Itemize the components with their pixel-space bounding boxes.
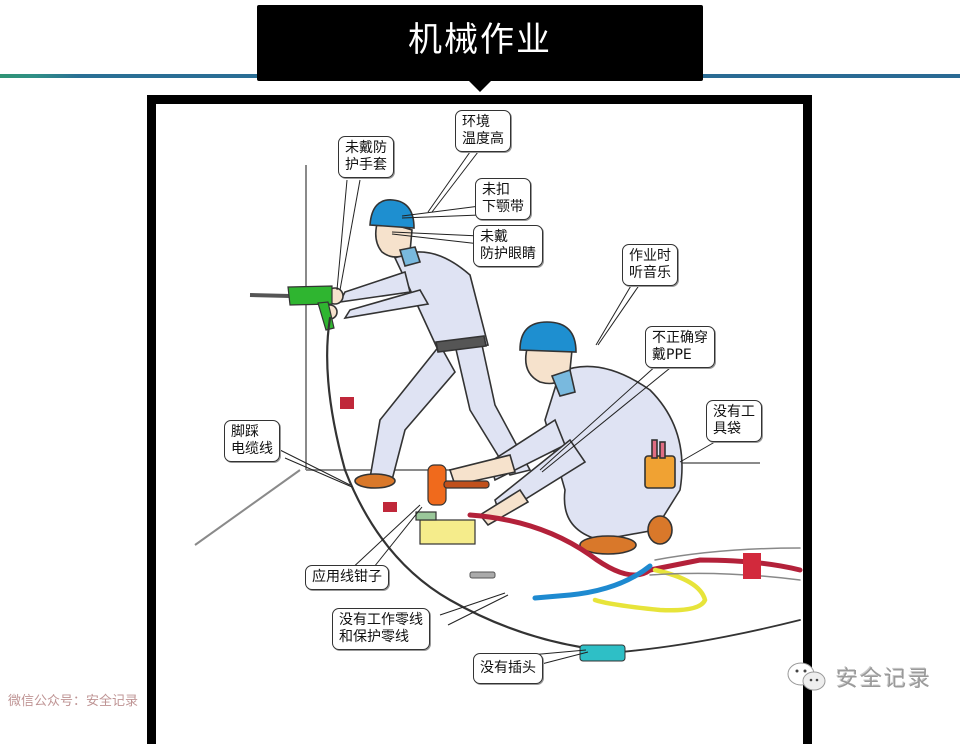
callout-no-plug: 没有插头 xyxy=(473,653,543,684)
safety-illustration xyxy=(194,151,803,668)
power-drill xyxy=(249,285,335,331)
power-strip xyxy=(579,644,626,662)
worker-crouching xyxy=(448,321,683,555)
watermark-text: 安全记录 xyxy=(836,667,933,692)
page-title: 机械作业 xyxy=(408,20,552,60)
wechat-icon xyxy=(787,662,826,691)
title-banner: 机械作业 xyxy=(257,5,703,81)
callout-stepping-cable: 脚踩 电缆线 xyxy=(224,420,280,462)
watermark: 安全记录 xyxy=(786,660,932,694)
callout-no-neutral-line: 没有工作零线 和保护零线 xyxy=(332,608,430,650)
callout-leaders xyxy=(279,151,721,668)
worker-standing xyxy=(322,199,532,489)
callout-no-chin-strap: 未扣 下颚带 xyxy=(475,178,531,220)
callout-no-goggles: 未戴 防护眼睛 xyxy=(473,225,543,267)
red-tag xyxy=(743,553,761,579)
cable-lug xyxy=(469,571,496,579)
red-tag xyxy=(383,502,397,512)
callout-no-gloves: 未戴防 护手套 xyxy=(338,136,394,178)
callout-wire-pliers: 应用线钳子 xyxy=(305,565,389,590)
junction-box xyxy=(415,511,476,545)
hammer xyxy=(427,464,490,506)
callout-wrong-ppe: 不正确穿 戴PPE xyxy=(645,326,715,368)
callout-high-temperature: 环境 温度高 xyxy=(455,110,511,152)
red-tag xyxy=(340,397,354,409)
title-pointer-arrow xyxy=(468,80,492,92)
callout-no-tool-bag: 没有工 具袋 xyxy=(706,400,762,442)
callout-music: 作业时 听音乐 xyxy=(622,244,678,286)
